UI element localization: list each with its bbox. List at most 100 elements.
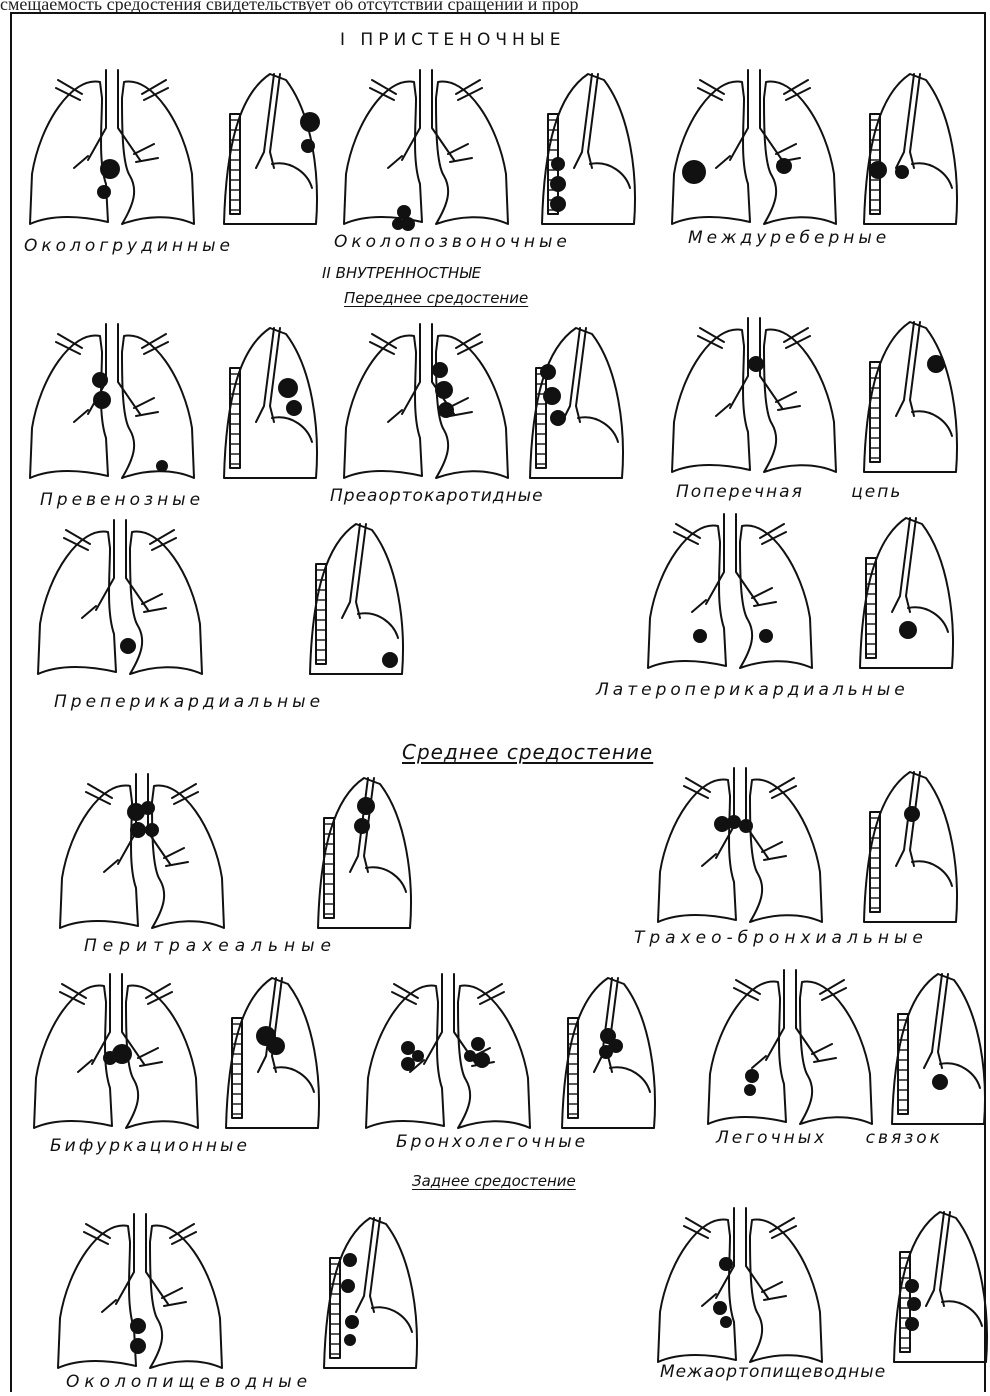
lymph-node [145, 823, 159, 837]
lymph-node [301, 139, 315, 153]
heart-contour [912, 411, 952, 436]
left-lung-outline [800, 981, 872, 1124]
lateral-trachea [892, 518, 916, 612]
left-lung-outline [152, 785, 224, 928]
lymph-node [267, 1037, 285, 1055]
left-lung-outline [150, 1225, 222, 1368]
lymph-node [130, 1318, 146, 1334]
lymph-node [776, 158, 792, 174]
diagram-transverse-chain-lateral [852, 312, 972, 482]
left-lung-outline [750, 779, 822, 922]
lymph-node [357, 797, 375, 815]
lymph-node [354, 818, 370, 834]
lymph-node [904, 806, 920, 822]
lymph-node [141, 801, 155, 815]
heart-contour [912, 861, 952, 886]
heart-contour [610, 1067, 650, 1092]
left-lung-outline [750, 1219, 822, 1362]
left-lung-outline [126, 985, 198, 1128]
diagram-lateropericardial-lateral [848, 508, 968, 678]
lymph-node [392, 218, 404, 230]
lymph-node [905, 1317, 919, 1331]
lymph-node [92, 372, 108, 388]
lymph-node [907, 1297, 921, 1311]
trachea-bronchi [402, 70, 454, 160]
label-tracheobronchial: Трахео-бронхиальные [634, 928, 928, 948]
lymph-node [899, 621, 917, 639]
label-bifurcation: Бифуркационные [50, 1136, 250, 1156]
diagram-interaortoesophageal-lateral [882, 1202, 990, 1372]
lymph-node [551, 157, 565, 171]
heart-contour [372, 1307, 412, 1332]
heading-visceral: II ВНУТРЕННОСТНЫЕ [322, 264, 481, 282]
heart-contour [578, 417, 618, 442]
lymph-node [345, 1315, 359, 1329]
heart-contour [912, 163, 952, 188]
lymph-node [97, 185, 111, 199]
label-parasternal: Окологрудинные [24, 236, 234, 256]
diagram-preaortocarotid-frontal [336, 318, 516, 488]
left-lung-outline [436, 81, 508, 224]
right-lung-outline [672, 81, 750, 224]
trachea-bronchi [96, 520, 148, 610]
label-lateropericardial: Латероперикардиальные [596, 680, 909, 700]
trachea-bronchi [88, 70, 140, 160]
right-lung-outline [34, 985, 112, 1128]
lateral-trachea [562, 328, 586, 422]
heading-parietal: I ПРИСТЕНОЧНЫЕ [340, 30, 566, 50]
trachea-bronchi [716, 768, 768, 858]
left-lung-outline [740, 525, 812, 668]
lymph-node [432, 362, 448, 378]
lymph-node [693, 629, 707, 643]
lymph-node [344, 1334, 356, 1346]
heart-contour [272, 417, 312, 442]
lymph-node [341, 1279, 355, 1293]
lymph-node [286, 400, 302, 416]
lymph-node [120, 638, 136, 654]
lymph-node [720, 1316, 732, 1328]
right-lung-outline [708, 981, 786, 1124]
heart-contour [942, 1301, 982, 1326]
lymph-node [438, 402, 454, 418]
diagram-parasternal-lateral [212, 64, 332, 234]
lymph-node [550, 176, 566, 192]
label-paravertebral: Околопозвоночные [334, 232, 571, 252]
label-interaortoesophageal: Межаортопищеводные [660, 1362, 886, 1382]
left-lung-outline [130, 531, 202, 674]
lymph-node [130, 1338, 146, 1354]
lymph-node [739, 819, 753, 833]
diagram-pulmonary-ligaments-lateral [880, 964, 990, 1134]
bronchial-branches [82, 594, 166, 618]
diagram-intercostal-frontal [664, 64, 844, 234]
lateral-trachea [256, 328, 280, 422]
trachea-bronchi [116, 1214, 168, 1304]
diagram-parasternal-frontal [22, 64, 202, 234]
lymph-node [550, 410, 566, 426]
trachea-bronchi [706, 514, 758, 604]
lymph-node [540, 364, 556, 380]
heart-contour [272, 163, 312, 188]
heading-anterior-mediastinum: Переднее средостение [344, 289, 528, 307]
label-paraesophageal: Околопищеводные [66, 1372, 312, 1392]
diagram-peritracheal-frontal [52, 768, 232, 938]
bronchial-branches [388, 398, 472, 422]
lymph-node [543, 387, 561, 405]
lateral-trachea [924, 974, 948, 1068]
diagram-lateropericardial-frontal [640, 508, 820, 678]
label-prevenous: Превенозные [40, 490, 204, 510]
lymph-node [464, 1050, 476, 1062]
bronchial-branches [716, 392, 800, 416]
diagram-intercostal-lateral [852, 64, 972, 234]
heart-contour [590, 163, 630, 188]
diagram-paraesophageal-frontal [50, 1208, 230, 1378]
right-lung-outline [38, 531, 116, 674]
bronchial-branches [702, 842, 786, 866]
label-prepericardial: Преперикардиальные [54, 692, 324, 712]
heading-posterior-mediastinum: Заднее средостение [412, 1172, 576, 1190]
right-lung-outline [344, 335, 422, 478]
left-lung-outline [764, 329, 836, 472]
lymph-node [927, 355, 945, 373]
lymph-node [759, 629, 773, 643]
left-lung-outline [764, 81, 836, 224]
heart-contour [358, 613, 398, 638]
